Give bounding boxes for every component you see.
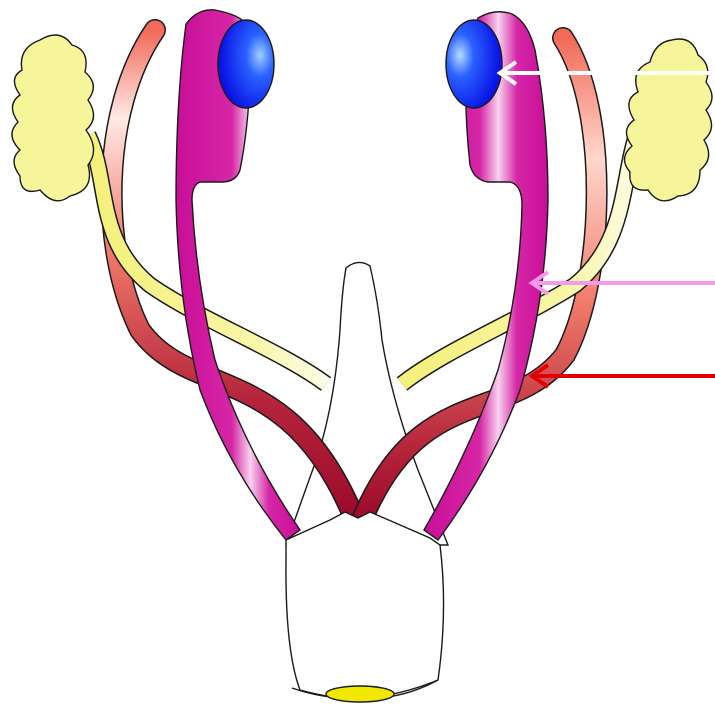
left-testis xyxy=(218,20,274,108)
right-testis xyxy=(446,20,502,108)
left-fat-body xyxy=(12,35,94,201)
bottom-opening xyxy=(326,686,394,702)
bottom-bulb xyxy=(286,512,444,699)
right-fat-body xyxy=(624,39,712,201)
